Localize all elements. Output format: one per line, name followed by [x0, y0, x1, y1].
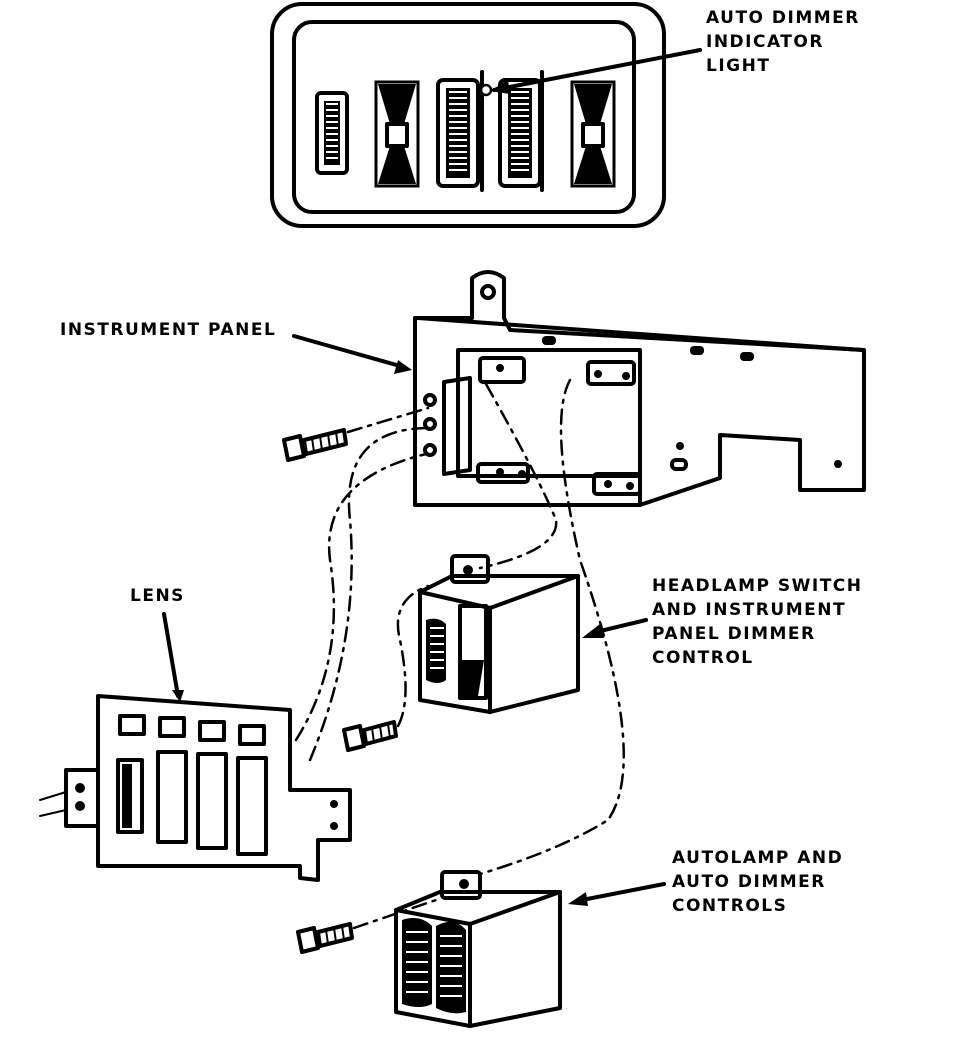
auto-dimmer-indicator-light [479, 83, 493, 97]
mounting-screw-1 [282, 428, 348, 462]
label-line: AUTO DIMMER [706, 8, 860, 28]
instrument-panel-leader-line [292, 334, 402, 368]
lens-leader-line [162, 612, 180, 698]
bezel-knob-3 [479, 70, 544, 192]
autolamp-leader-line [580, 882, 666, 902]
autolamp-controls [394, 870, 562, 1028]
lens-alignment-line-1 [294, 452, 428, 742]
mounting-screw-2 [342, 720, 398, 752]
bezel-knob-1 [315, 91, 349, 175]
lens [39, 694, 352, 882]
label-line: AUTO DIMMER [672, 872, 826, 892]
headlamp-switch-label: HEADLAMP SWITCH AND INSTRUMENT PANEL DIM… [652, 574, 863, 670]
label-line: AND INSTRUMENT [652, 600, 847, 620]
mounting-screw-3 [296, 922, 354, 954]
switch-bezel-inset [270, 2, 702, 228]
auto-dimmer-indicator-light-label: AUTO DIMMER INDICATOR LIGHT [706, 6, 860, 78]
headlamp-switch [418, 554, 580, 714]
bezel-rocker-switch-1 [374, 80, 420, 188]
label-line: PANEL DIMMER [652, 624, 816, 644]
label-line: AUTOLAMP AND [672, 848, 844, 868]
label-line: LIGHT [706, 56, 771, 76]
lens-label: LENS [130, 586, 185, 606]
label-line: CONTROLS [672, 896, 788, 916]
lens-alignment-line-2 [308, 426, 428, 762]
label-line: INDICATOR [706, 32, 824, 52]
screw-1-alignment-line [346, 406, 430, 434]
headlamp-leader-line [594, 618, 648, 634]
indicator-leader-line [492, 48, 702, 92]
instrument-panel-bracket [413, 270, 866, 507]
autolamp-controls-label: AUTOLAMP AND AUTO DIMMER CONTROLS [672, 846, 843, 918]
label-line: CONTROL [652, 648, 754, 668]
bezel-rocker-switch-2 [570, 80, 616, 188]
bezel-knob-2 [436, 78, 480, 188]
instrument-panel-label: INSTRUMENT PANEL [60, 320, 277, 340]
label-line: HEADLAMP SWITCH [652, 576, 863, 596]
autolamp-alignment-line [478, 378, 625, 876]
screw-2-alignment-line [396, 584, 430, 728]
